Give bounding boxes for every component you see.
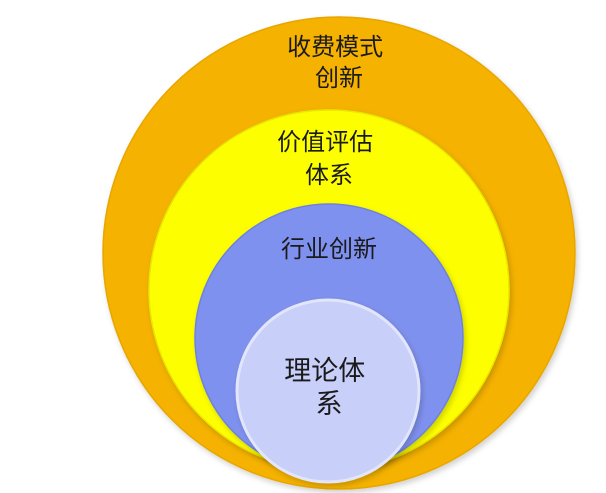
label-value-evaluation-system: 价值评估 体系: [277, 128, 381, 189]
label-theory-system-line-2: 系: [316, 389, 343, 420]
label-fee-model-innovation-line-2: 创新: [315, 64, 363, 92]
label-industry-innovation: 行业创新: [281, 235, 377, 263]
label-value-evaluation-system-line-2: 体系: [305, 161, 353, 189]
label-theory-system: 理论体 系: [284, 356, 374, 420]
label-fee-model-innovation-line-1: 收费模式: [287, 33, 383, 61]
label-industry-innovation-line-1: 行业创新: [281, 235, 377, 263]
inner-circle-theory-system: [235, 298, 421, 484]
label-fee-model-innovation: 收费模式 创新: [287, 33, 391, 92]
label-value-evaluation-system-line-1: 价值评估: [277, 128, 373, 156]
label-theory-system-line-1: 理论体: [284, 356, 365, 387]
